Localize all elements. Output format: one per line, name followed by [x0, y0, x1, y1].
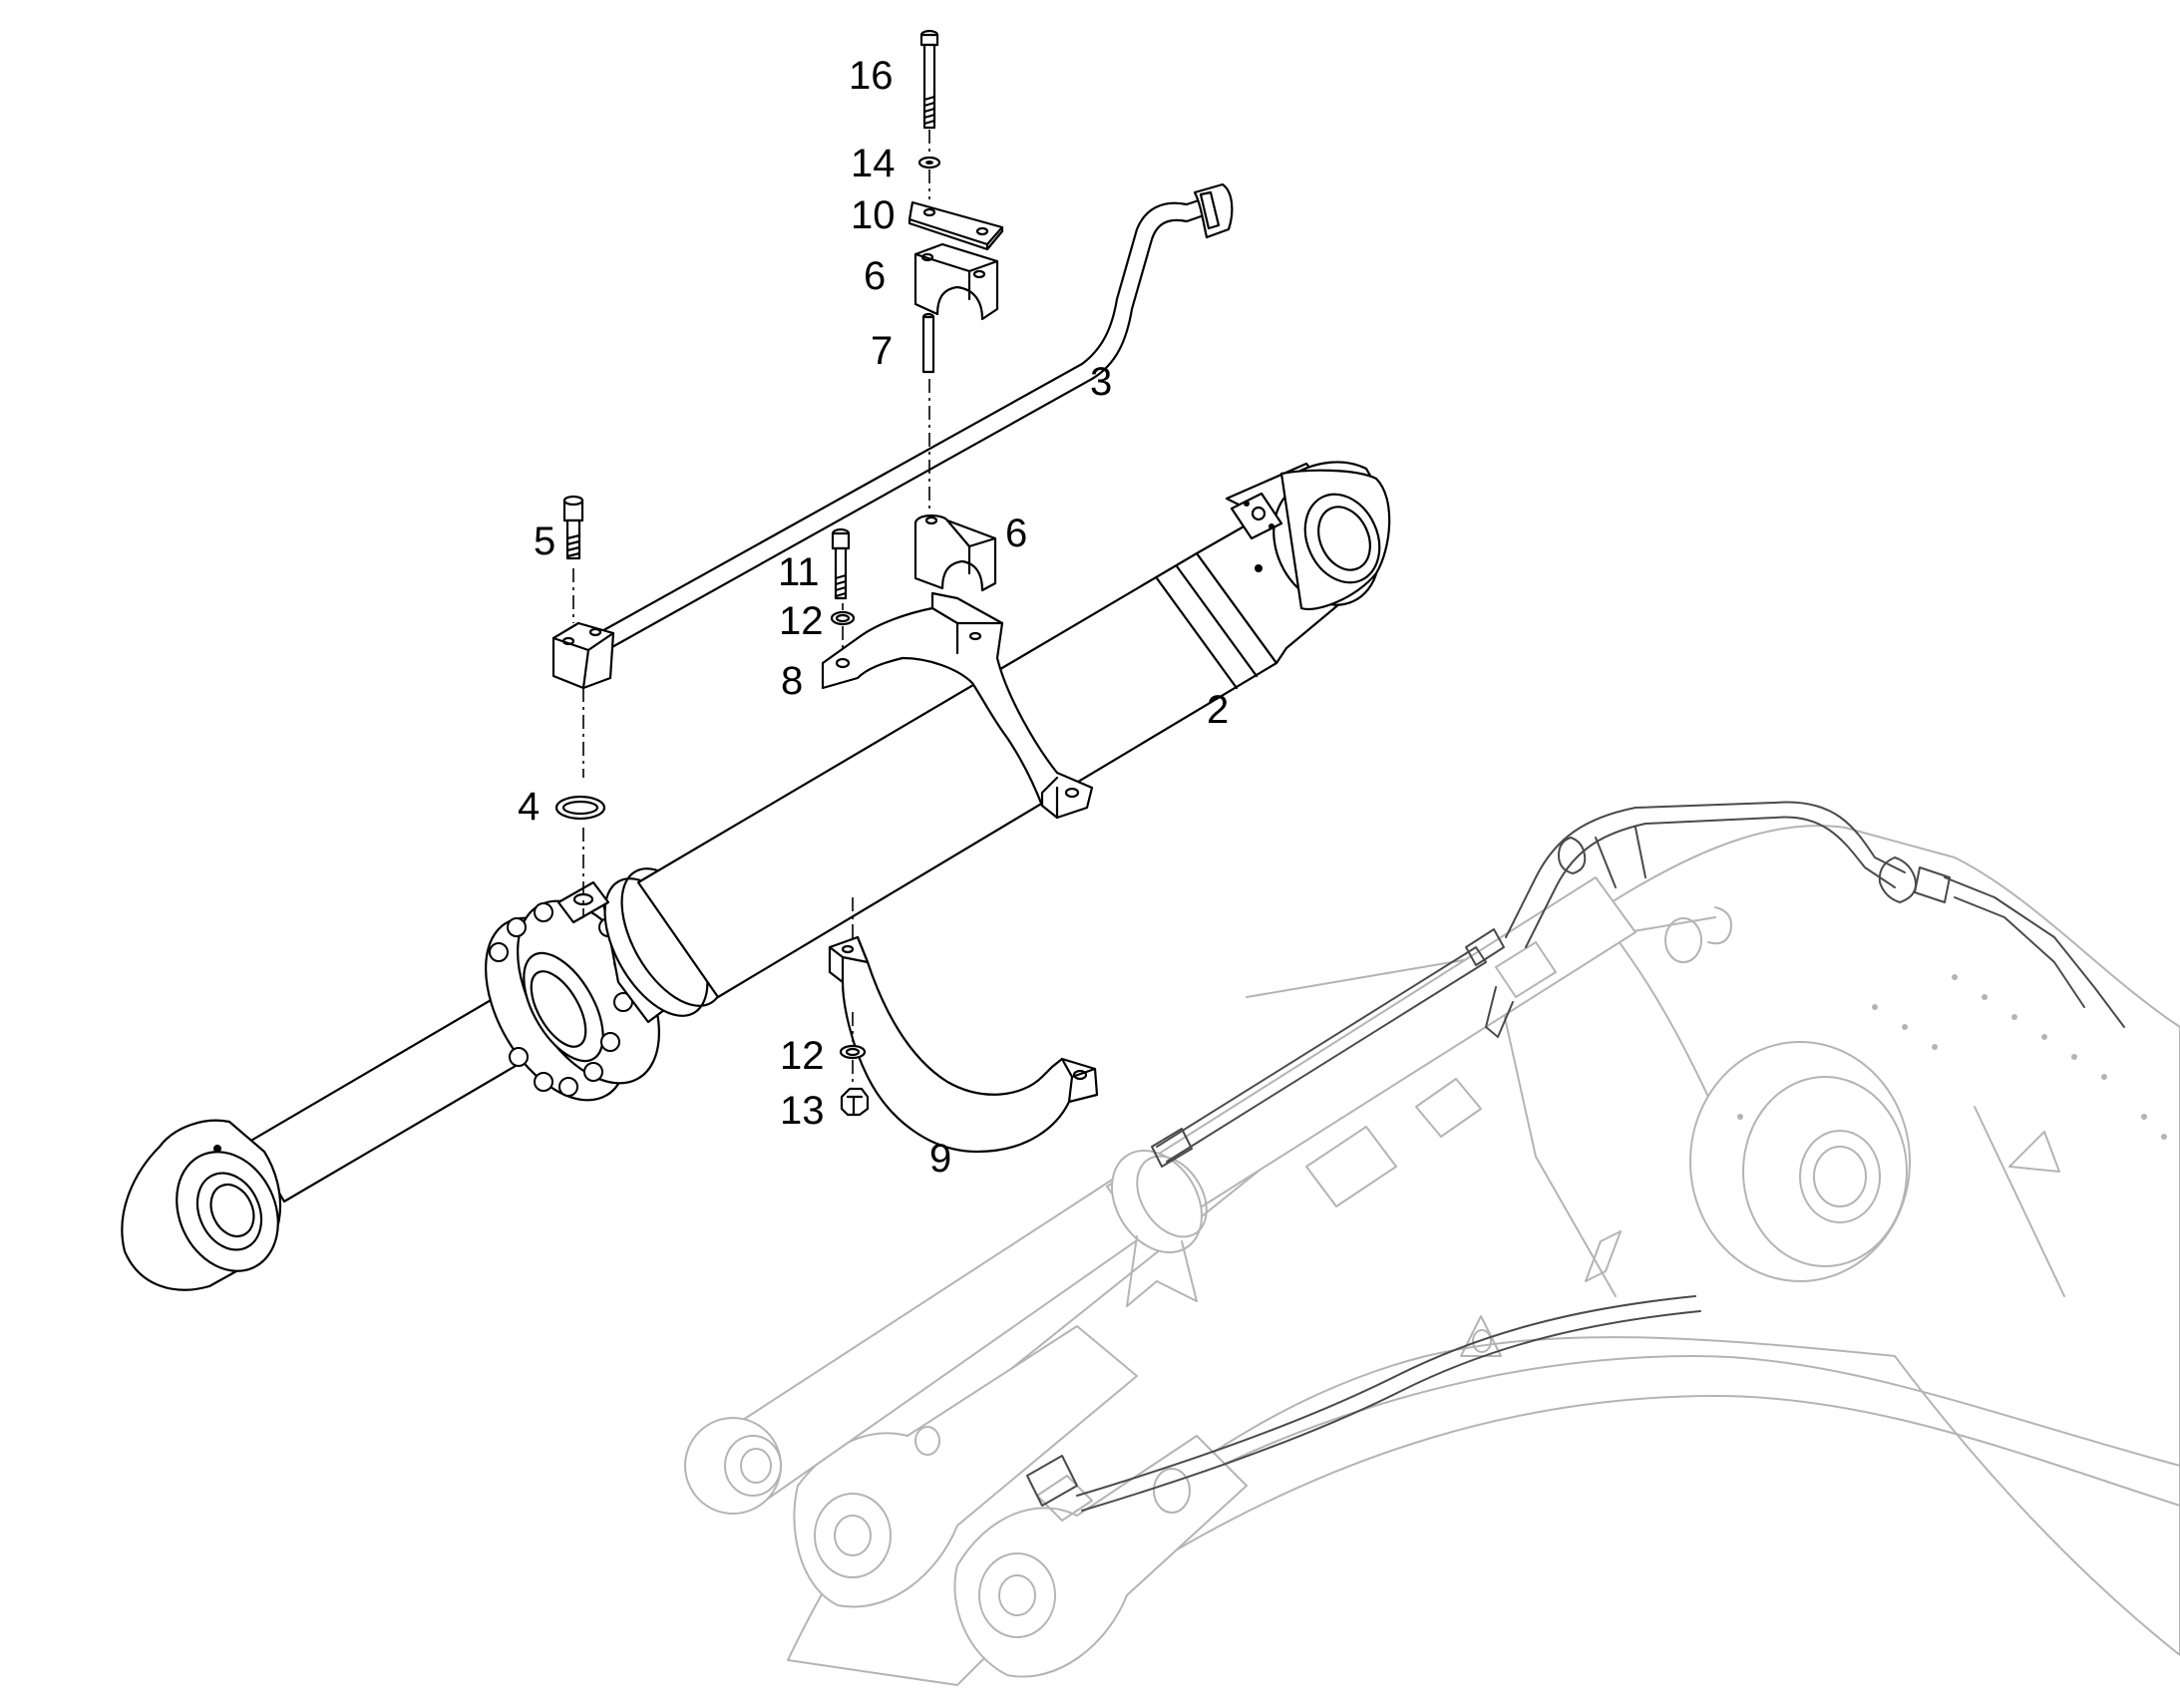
nut-13	[840, 1087, 870, 1117]
callout-12-lower: 12	[780, 1034, 825, 1078]
callout-2: 2	[1207, 688, 1229, 732]
callout-9: 9	[929, 1137, 951, 1181]
o-ring-4	[554, 795, 606, 821]
callout-16: 16	[849, 54, 894, 98]
callout-12-upper: 12	[779, 599, 824, 643]
callout-6-upper: 6	[864, 254, 886, 298]
callout-13: 13	[780, 1089, 825, 1133]
bolt-16	[919, 29, 939, 130]
pin-7	[921, 312, 935, 374]
callout-3: 3	[1090, 360, 1112, 404]
boom-context	[684, 801, 2180, 1686]
bolt-5	[562, 495, 584, 560]
clamp-half-6-upper	[913, 242, 999, 321]
washer-12-upper	[830, 610, 856, 626]
callout-4: 4	[518, 785, 540, 829]
callout-10: 10	[851, 193, 896, 237]
hydraulic-cylinder	[121, 461, 1391, 1291]
callout-5: 5	[534, 519, 555, 563]
plate-10	[908, 200, 1004, 251]
hydraulic-pipe	[551, 182, 1234, 690]
callout-7: 7	[871, 329, 893, 373]
bracket-8	[821, 591, 1094, 820]
callout-14: 14	[851, 142, 896, 185]
callout-6-lower: 6	[1005, 512, 1027, 555]
assembly-line-5	[572, 568, 584, 917]
callout-8: 8	[781, 659, 803, 703]
bracket-9	[828, 935, 1099, 1154]
callout-labels: 16 14 10 6 7 3 5 6 11 12 8 2 4 12 13 9	[518, 54, 1229, 1181]
clamp-half-6-lower	[913, 514, 997, 592]
callout-11: 11	[778, 550, 820, 594]
bolt-11	[831, 527, 851, 600]
washer-12-lower	[839, 1044, 867, 1060]
washer-14	[917, 156, 941, 170]
